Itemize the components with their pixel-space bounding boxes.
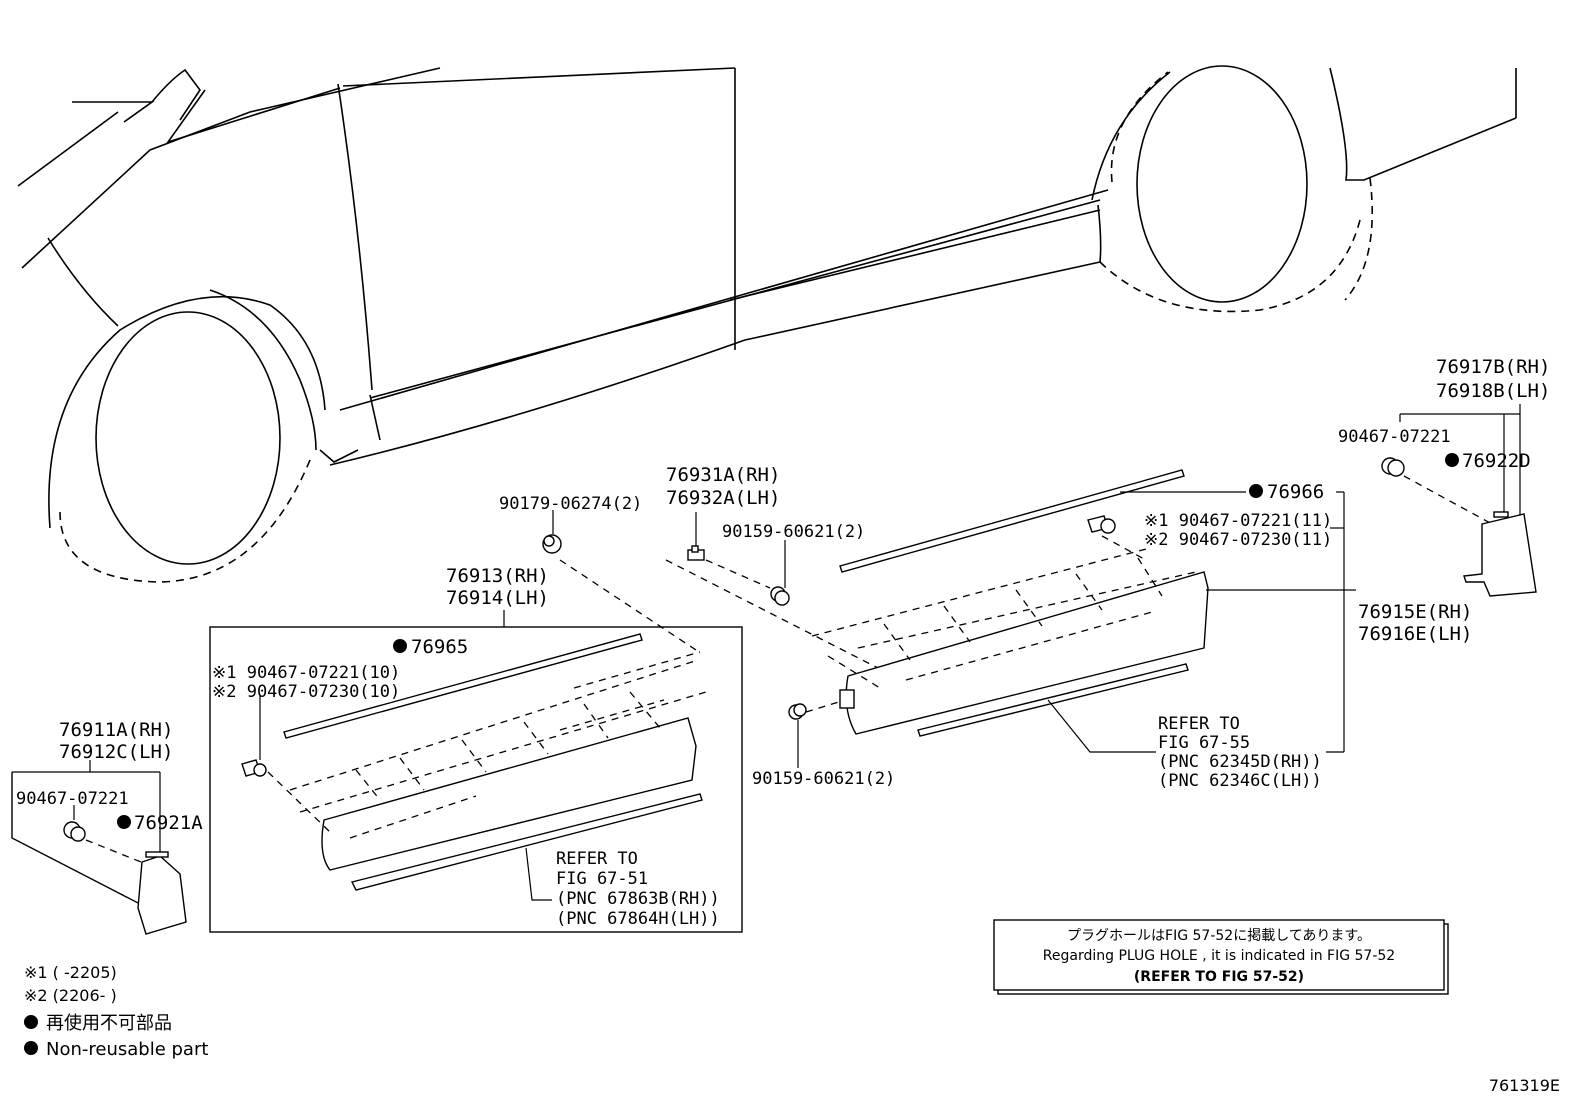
garnish-strip-76966 bbox=[839, 469, 1185, 573]
refer-right-line2: FIG 67-55 bbox=[1158, 733, 1250, 753]
label-76918: 76918B(LH) bbox=[1436, 380, 1550, 402]
nonreusable-marker-icon bbox=[393, 639, 407, 653]
refer-right-line1: REFER TO bbox=[1158, 714, 1240, 734]
label-76931: 76931A(RH) bbox=[666, 464, 780, 486]
screw-90159-top-icon bbox=[770, 586, 790, 606]
nonreusable-marker-icon bbox=[24, 1015, 38, 1029]
label-key2-right: ※2 90467-07230(11) bbox=[1144, 530, 1332, 550]
label-76932: 76932A(LH) bbox=[666, 487, 780, 509]
label-76965: 76965 bbox=[411, 636, 468, 658]
label-76922: 76922D bbox=[1462, 450, 1531, 472]
legend: ※1 ( -2205) ※2 (2206- ) 再使用不可部品 Non-reus… bbox=[24, 963, 208, 1060]
label-76914: 76914(LH) bbox=[446, 587, 549, 609]
label-76913: 76913(RH) bbox=[446, 565, 549, 587]
clip-layout-left bbox=[267, 559, 707, 839]
rocker-molding-left bbox=[321, 717, 697, 871]
label-90159-bottom: 90159-60621(2) bbox=[752, 769, 895, 789]
mudguard-76922 bbox=[1463, 513, 1537, 597]
mudguard-76921 bbox=[137, 855, 187, 935]
callout-labels: 90179-06274(2) 76913(RH) 76914(LH) 76965… bbox=[16, 356, 1550, 929]
figure-id: 761319E bbox=[1489, 1076, 1560, 1095]
clip-icon bbox=[1087, 515, 1116, 534]
label-key1-right: ※1 90467-07221(11) bbox=[1144, 511, 1332, 531]
label-76916: 76916E(LH) bbox=[1358, 623, 1472, 645]
legend-key1: ※1 ( -2205) bbox=[24, 963, 117, 982]
clip-90179-icon bbox=[542, 534, 562, 554]
refer-left-line3: (PNC 67863B(RH)) bbox=[556, 889, 720, 909]
rocker-molding-right-lower bbox=[917, 663, 1189, 737]
nonreusable-marker-icon bbox=[117, 815, 131, 829]
label-key1-left: ※1 90467-07221(10) bbox=[212, 663, 400, 683]
nonreusable-marker-icon bbox=[1249, 484, 1263, 498]
label-76915: 76915E(RH) bbox=[1358, 601, 1472, 623]
legend-nonreusable-ja: 再使用不可部品 bbox=[46, 1013, 172, 1034]
bracket-lines-left bbox=[11, 772, 143, 906]
garnish-strip-76965 bbox=[283, 633, 643, 739]
label-76912: 76912C(LH) bbox=[59, 741, 173, 763]
clip-icon bbox=[63, 821, 86, 842]
legend-key2: ※2 (2206- ) bbox=[24, 986, 117, 1005]
nonreusable-marker-icon bbox=[1445, 453, 1459, 467]
label-90467-left: 90467-07221 bbox=[16, 789, 129, 809]
refer-right-line4: (PNC 62346C(LH)) bbox=[1158, 771, 1322, 791]
rocker-molding-left-lower bbox=[350, 793, 703, 891]
note-line-en: Regarding PLUG HOLE , it is indicated in… bbox=[1043, 948, 1395, 964]
refer-left-line4: (PNC 67864H(LH)) bbox=[556, 909, 720, 929]
label-90467-right: 90467-07221 bbox=[1338, 427, 1451, 447]
clip-76931-icon bbox=[687, 545, 705, 561]
refer-left-line2: FIG 67-51 bbox=[556, 869, 648, 889]
legend-nonreusable-en: Non-reusable part bbox=[46, 1039, 208, 1060]
label-76911: 76911A(RH) bbox=[59, 719, 173, 741]
label-76917: 76917B(RH) bbox=[1436, 356, 1550, 378]
assembly-box-left bbox=[209, 626, 743, 933]
refer-right-line3: (PNC 62345D(RH)) bbox=[1158, 752, 1322, 772]
note-line-ja: プラグホールはFIG 57-52に掲載してあります。 bbox=[1067, 928, 1371, 944]
clip-icon bbox=[1381, 457, 1405, 477]
clip-icon bbox=[241, 759, 267, 777]
refer-left-line1: REFER TO bbox=[556, 849, 638, 869]
screw-90159-bottom-icon bbox=[788, 703, 807, 720]
label-76921: 76921A bbox=[134, 812, 203, 834]
rocker-molding-right bbox=[845, 571, 1209, 735]
clip-layout-right bbox=[811, 535, 1197, 689]
label-90179: 90179-06274(2) bbox=[499, 494, 642, 514]
label-76966: 76966 bbox=[1267, 481, 1324, 503]
label-90159-top: 90159-60621(2) bbox=[722, 522, 865, 542]
nonreusable-marker-icon bbox=[24, 1041, 38, 1055]
label-key2-left: ※2 90467-07230(10) bbox=[212, 682, 400, 702]
plug-hole-note: プラグホールはFIG 57-52に掲載してあります。 Regarding PLU… bbox=[993, 919, 1449, 995]
vehicle-outline bbox=[17, 65, 1517, 583]
note-line-refer: (REFER TO FIG 57-52) bbox=[1134, 969, 1304, 985]
